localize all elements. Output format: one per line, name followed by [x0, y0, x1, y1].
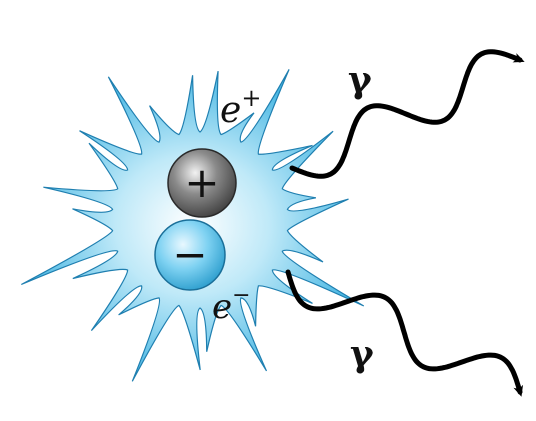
positron-label: e+ [220, 84, 261, 131]
photon-label-lower: γ [350, 333, 374, 375]
minus-sign: − [172, 230, 207, 279]
photon-wave-lower [288, 272, 520, 392]
photon-label-upper: γ [348, 59, 372, 101]
electron: − [155, 220, 225, 290]
positron: + [168, 149, 236, 217]
plus-sign: + [184, 158, 219, 207]
photon-wave-upper [292, 52, 520, 177]
